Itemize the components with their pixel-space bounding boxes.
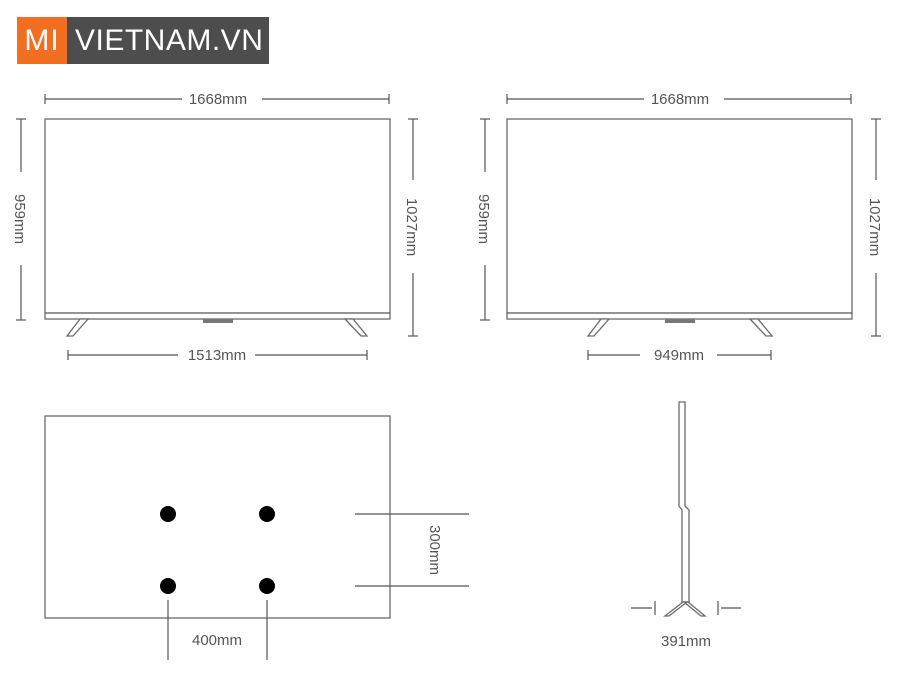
right-foot xyxy=(748,318,774,337)
logo-mi: MI xyxy=(17,17,67,64)
tv-screen xyxy=(506,118,853,320)
left-foot xyxy=(586,318,611,337)
left-foot xyxy=(65,318,90,337)
stand-span-label: 949mm xyxy=(654,347,704,364)
front-view-center-stand: 1668mm 959mm 1027mm 949mm xyxy=(475,91,883,364)
tv-logo-bar xyxy=(203,319,233,323)
width-label: 1668mm xyxy=(651,91,709,108)
vesa-hole xyxy=(259,506,275,522)
tv-back-panel xyxy=(44,415,391,619)
stand-front-leg xyxy=(682,601,707,617)
stand-back-leg xyxy=(663,601,689,617)
front-view-edge-stand: 1668mm 959mm 1027mm 1513mm xyxy=(11,91,420,364)
vesa-hole xyxy=(259,578,275,594)
tv-side-profile xyxy=(678,401,690,603)
brand-logo[interactable]: MI VIETNAM.VN xyxy=(17,17,270,64)
stand-span-label: 1513mm xyxy=(188,347,246,364)
right-foot xyxy=(343,318,369,337)
width-label: 1668mm xyxy=(189,91,247,108)
tv-screen xyxy=(44,118,391,320)
back-view-vesa: 400mm 300mm xyxy=(44,415,469,660)
vesa-horizontal-label: 400mm xyxy=(192,632,242,649)
tv-logo-bar xyxy=(665,319,695,323)
vesa-hole xyxy=(160,578,176,594)
vesa-hole xyxy=(160,506,176,522)
screen-height-label: 959mm xyxy=(11,194,28,244)
logo-vietnam-vn: VIETNAM.VN xyxy=(67,17,270,64)
total-height-label: 1027mm xyxy=(403,198,420,256)
screen-height-label: 959mm xyxy=(475,194,492,244)
total-height-label: 1027mm xyxy=(866,198,883,256)
side-view: 391mm xyxy=(631,401,741,650)
vesa-vertical-label: 300mm xyxy=(426,525,443,575)
depth-label: 391mm xyxy=(661,633,711,650)
